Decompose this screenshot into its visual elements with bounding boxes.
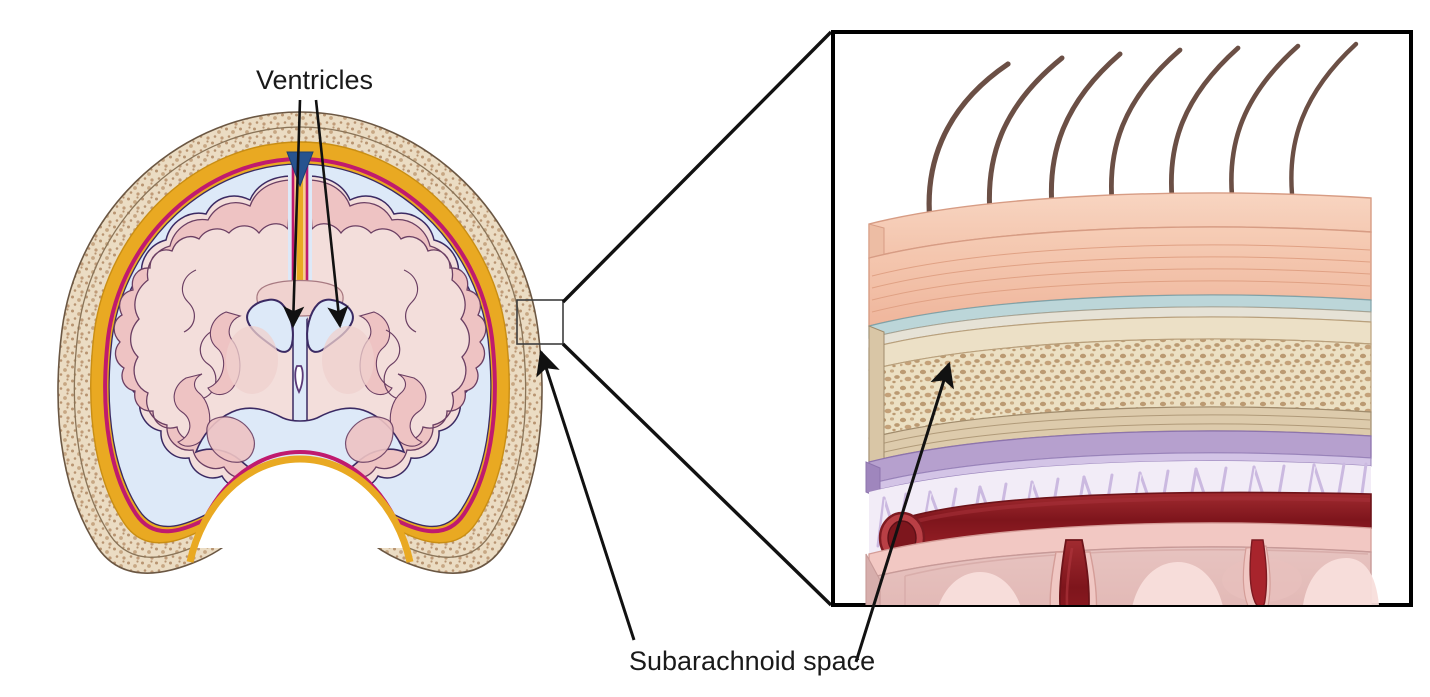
label-subarachnoid-space: Subarachnoid space xyxy=(629,646,875,676)
subarachnoid-pointer-inset xyxy=(854,361,954,663)
superior-sagittal-sinus xyxy=(286,151,314,188)
inset-connector-lines xyxy=(561,30,833,607)
brainstem-arch-dura xyxy=(186,455,414,563)
vein-highlight xyxy=(905,496,1371,526)
descending-cortical-vessel xyxy=(1059,539,1090,605)
bone-left-side-face xyxy=(868,325,885,469)
hair-shaft xyxy=(1109,47,1183,205)
hair-shaft xyxy=(1048,51,1123,211)
subarachnoid-pointer-brain xyxy=(536,349,636,641)
white-matter-dome-3 xyxy=(1303,558,1379,605)
basal-ganglia-left xyxy=(226,326,278,394)
hair-shaft xyxy=(926,61,1011,225)
sulcus-line-right-2 xyxy=(383,329,401,399)
connector-line-bottom xyxy=(561,342,833,607)
sulcus-ribbon-left-deep2 xyxy=(173,373,211,447)
hair-shaft xyxy=(1289,41,1359,197)
sulcus-ribbon-right-deep2 xyxy=(389,373,427,447)
sulcus-line-right-1 xyxy=(403,269,419,333)
ventricle-pointer-left xyxy=(282,99,305,329)
temporal-lobe-left xyxy=(206,416,255,463)
temporal-lobe-right xyxy=(345,416,394,463)
hair-shaft xyxy=(1229,43,1301,199)
white-matter-dome-2 xyxy=(1132,562,1223,605)
lateral-ventricle-left xyxy=(246,298,294,353)
dermis-fiber-lines xyxy=(871,244,1371,313)
falx-inner-core xyxy=(297,168,303,304)
white-matter-dome-1 xyxy=(939,572,1021,605)
callout-source-rect xyxy=(516,299,564,345)
descending-vessel-highlight xyxy=(1065,547,1074,605)
third-ventricle xyxy=(294,365,304,395)
ventricle-pointer-right xyxy=(314,99,349,329)
pointer-arrows xyxy=(282,99,954,663)
magnified-scalp-meninges-inset xyxy=(831,30,1413,640)
brain-block-bottom-edge xyxy=(869,612,1371,640)
label-ventricles: Ventricles xyxy=(256,65,373,95)
descending-vessel-right xyxy=(1249,539,1268,605)
sulcus-line-left-1 xyxy=(181,269,197,333)
basal-ganglia-right xyxy=(322,326,374,394)
brainstem-dura-arch xyxy=(196,456,404,548)
connector-line-top xyxy=(561,30,833,304)
hair-shaft xyxy=(986,55,1065,218)
hair-shafts xyxy=(926,41,1359,225)
hair-shaft xyxy=(1169,45,1241,201)
cortex-bevel-line xyxy=(904,548,1369,577)
coronal-brain-cross-section xyxy=(57,111,564,574)
